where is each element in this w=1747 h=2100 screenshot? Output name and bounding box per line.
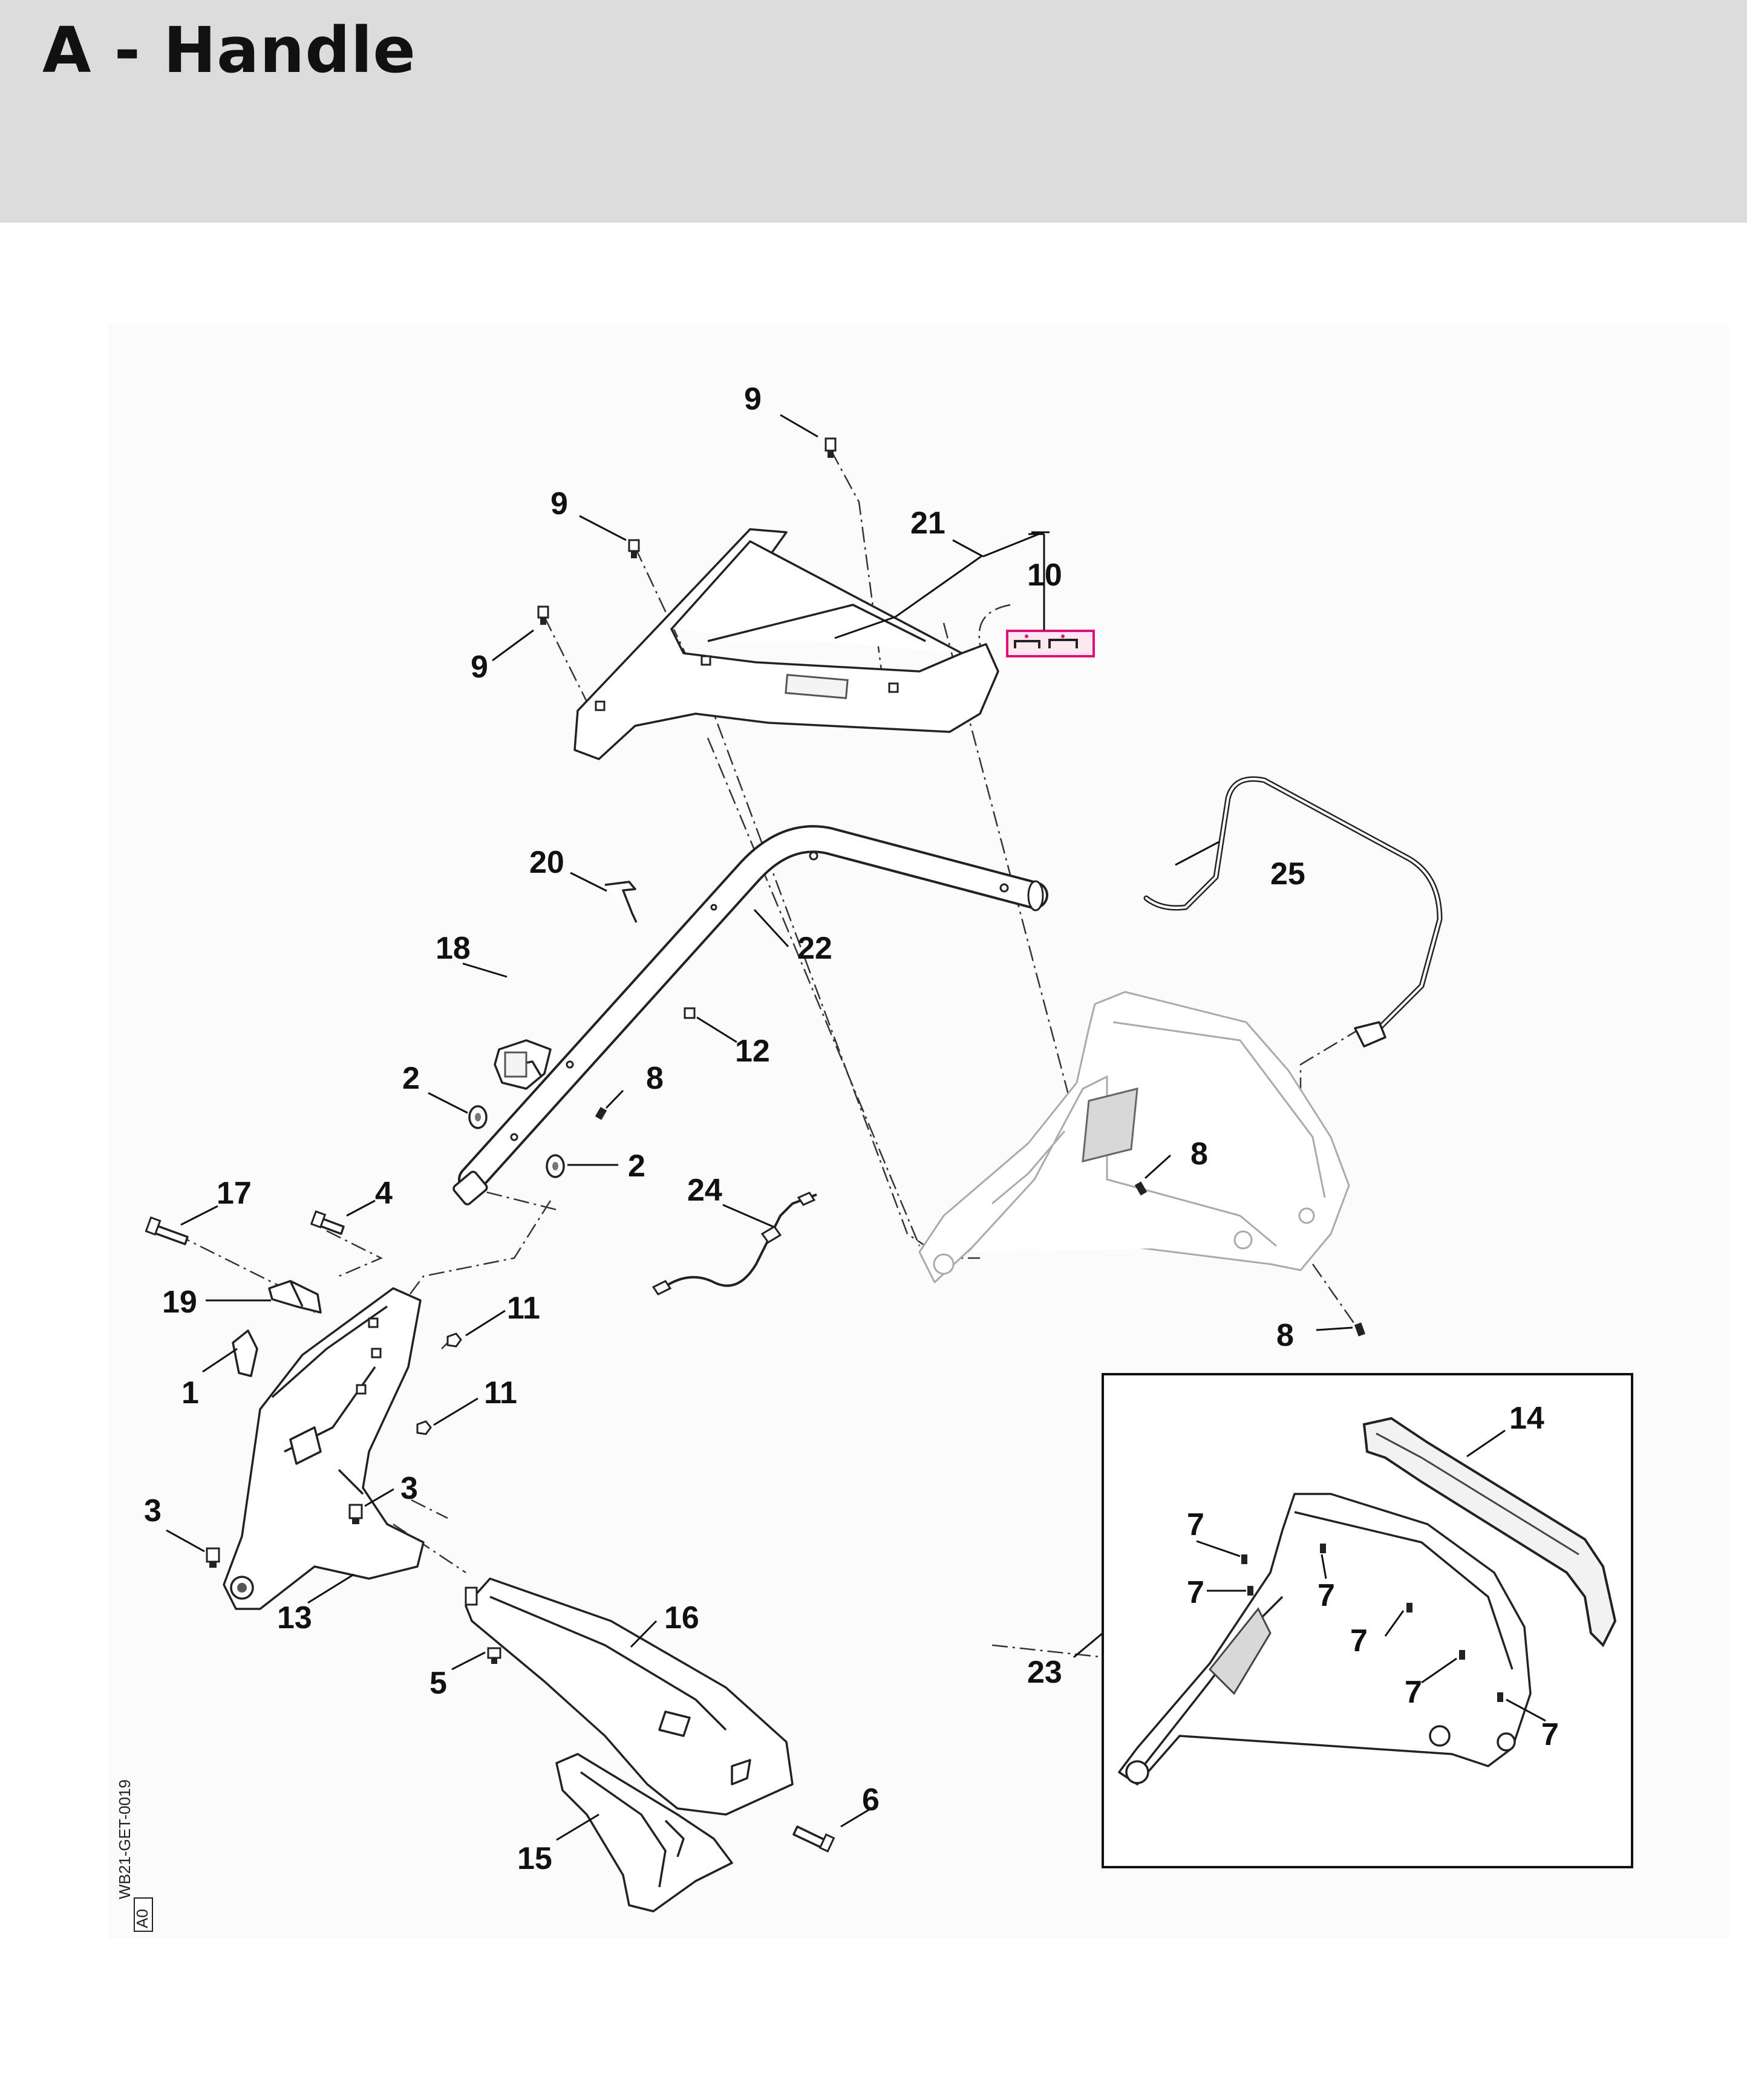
- callout-1: 1: [181, 1375, 199, 1410]
- callout-13: 13: [277, 1600, 312, 1635]
- part-3-screw-left: [206, 1547, 220, 1568]
- part-7-screw-e: [1459, 1650, 1465, 1660]
- part-4-bolt: [310, 1210, 345, 1235]
- callout-8-right-upper: 8: [1190, 1136, 1208, 1172]
- title-band: [0, 0, 1747, 223]
- callout-7-b: 7: [1187, 1575, 1204, 1610]
- callout-3-right: 3: [400, 1471, 418, 1506]
- callout-11-lower: 11: [484, 1375, 517, 1410]
- callout-15: 15: [517, 1841, 552, 1876]
- callout-labels: 9 9 9 21 10 20 22 12 18 2 8 2 25 8 8 24 …: [144, 382, 1559, 1876]
- callout-7-c: 7: [1318, 1578, 1335, 1613]
- callout-12: 12: [735, 1034, 770, 1069]
- part-19-bracket: [268, 1280, 322, 1314]
- callout-6: 6: [862, 1782, 880, 1818]
- ghost-lower-handle: [918, 991, 1350, 1283]
- callout-25: 25: [1270, 856, 1305, 892]
- callout-10: 10: [1027, 558, 1062, 593]
- screw-9-left: [537, 605, 549, 625]
- part-2-washer-upper: [468, 1105, 488, 1129]
- part-20-hook: [604, 881, 638, 923]
- callout-7-e: 7: [1405, 1675, 1422, 1710]
- part-7-screw-c: [1320, 1544, 1326, 1553]
- part-7-screw-b: [1247, 1586, 1253, 1596]
- part-18-cap: [494, 1039, 552, 1090]
- drawing-ref-code: WB21-GET-0019: [116, 1779, 134, 1899]
- drawing-revision: A0: [133, 1909, 151, 1928]
- drawing-reference: WB21-GET-0019 A0: [116, 1779, 153, 1932]
- callout-9-left: 9: [471, 650, 488, 685]
- part-24-cable: [651, 1192, 817, 1296]
- screw-9-top: [825, 437, 837, 458]
- callout-14: 14: [1509, 1401, 1544, 1436]
- part-16-lower-cover: [465, 1577, 794, 1816]
- part-2-washer-lower: [546, 1154, 565, 1178]
- callout-7-a: 7: [1187, 1507, 1204, 1542]
- part-13-handle-bracket: [223, 1287, 425, 1610]
- part-10-highlighted-clip: [1006, 630, 1095, 657]
- callout-5: 5: [429, 1666, 447, 1701]
- part-25-wire-bail: [1143, 776, 1443, 1048]
- callout-18: 18: [436, 931, 471, 966]
- part-8-screw-tube: [595, 1107, 607, 1120]
- screw-9-middle: [628, 539, 640, 558]
- callout-9-middle: 9: [550, 486, 568, 521]
- part-1-lever: [232, 1329, 258, 1377]
- part-22-handle-tube: [452, 825, 1048, 1205]
- part-21-upper-handle-cover: [573, 528, 999, 760]
- part-5-screw: [487, 1647, 501, 1664]
- part-7-screw-d: [1406, 1603, 1412, 1612]
- callout-2-upper: 2: [402, 1061, 420, 1096]
- callout-8-tube: 8: [646, 1061, 664, 1096]
- part-7-screw-f: [1497, 1692, 1503, 1702]
- callout-24: 24: [687, 1173, 722, 1208]
- part-11-nut-upper: [446, 1332, 462, 1348]
- part-15-clip: [555, 1753, 733, 1912]
- part-8-screw-right-upper: [1134, 1181, 1148, 1196]
- part-6-screw: [792, 1825, 835, 1853]
- part-17-bolt: [145, 1216, 189, 1245]
- callout-23: 23: [1027, 1655, 1062, 1690]
- part-11-nut-lower: [416, 1420, 432, 1435]
- part-23-inset: [1102, 1373, 1633, 1868]
- page-title: A - Handle: [42, 13, 416, 87]
- callout-3-left: 3: [144, 1493, 162, 1528]
- callout-4: 4: [375, 1176, 393, 1211]
- callout-21: 21: [910, 506, 945, 541]
- callout-17: 17: [217, 1176, 252, 1211]
- part-3-screw-right: [348, 1504, 363, 1524]
- leader-lines: [166, 414, 1546, 1841]
- callout-7-d: 7: [1350, 1623, 1368, 1658]
- callout-8-right-lower: 8: [1276, 1318, 1294, 1353]
- callout-20: 20: [529, 845, 564, 880]
- part-12-nut: [684, 1007, 696, 1019]
- callout-16: 16: [664, 1600, 699, 1635]
- callout-22: 22: [797, 931, 832, 966]
- part-8-screw-right-lower: [1354, 1322, 1366, 1337]
- callout-9-top: 9: [744, 382, 762, 417]
- callout-2-lower: 2: [628, 1149, 645, 1184]
- callout-7-f: 7: [1541, 1717, 1559, 1752]
- part-7-screw-a: [1241, 1554, 1247, 1564]
- callout-19: 19: [162, 1285, 197, 1320]
- callout-11-upper: 11: [507, 1291, 540, 1326]
